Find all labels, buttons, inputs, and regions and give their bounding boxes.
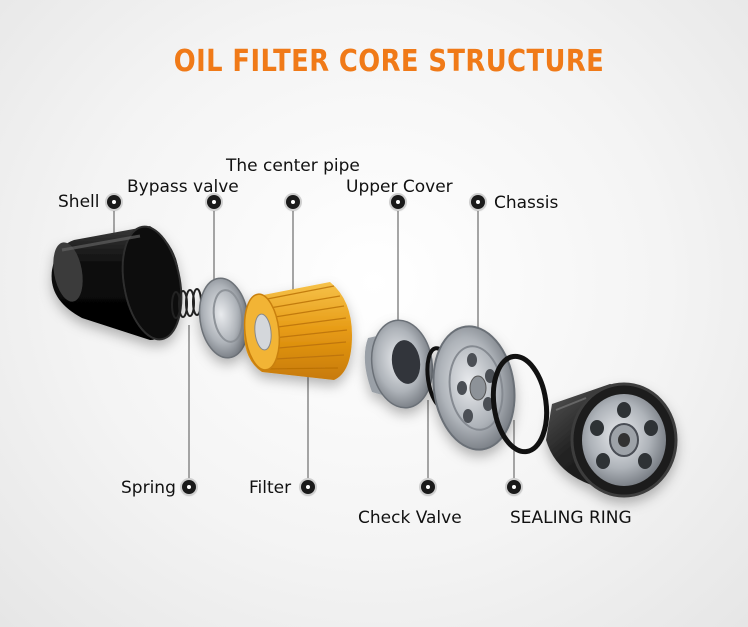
- label-check-valve: Check Valve: [358, 508, 462, 528]
- sealing-ring-part: [490, 353, 550, 455]
- upper-cover-part: [364, 319, 434, 409]
- marker-filter: [301, 480, 315, 494]
- marker-check-valve: [421, 480, 435, 494]
- label-upper-cover: Upper Cover: [346, 177, 453, 197]
- label-sealing-ring: SEALING RING: [510, 508, 632, 528]
- filter-part: [243, 282, 352, 380]
- chassis-part: [432, 325, 516, 451]
- label-chassis: Chassis: [494, 193, 559, 213]
- label-filter: Filter: [249, 478, 292, 498]
- marker-shell: [107, 195, 121, 209]
- shell-part: [51, 225, 183, 341]
- diagram-title: OIL FILTER CORE STRUCTURE: [173, 44, 605, 79]
- marker-spring: [182, 480, 196, 494]
- marker-bypass-valve: [207, 195, 221, 209]
- marker-upper-cover: [391, 195, 405, 209]
- marker-sealing-ring: [507, 480, 521, 494]
- label-spring: Spring: [121, 478, 176, 498]
- marker-center-pipe: [286, 195, 300, 209]
- label-shell: Shell: [58, 192, 100, 212]
- leader-lines: [113, 203, 515, 487]
- marker-chassis: [471, 195, 485, 209]
- assembled-filter: [546, 382, 678, 498]
- label-center-pipe: The center pipe: [226, 156, 360, 176]
- label-bypass-valve: Bypass valve: [127, 177, 239, 197]
